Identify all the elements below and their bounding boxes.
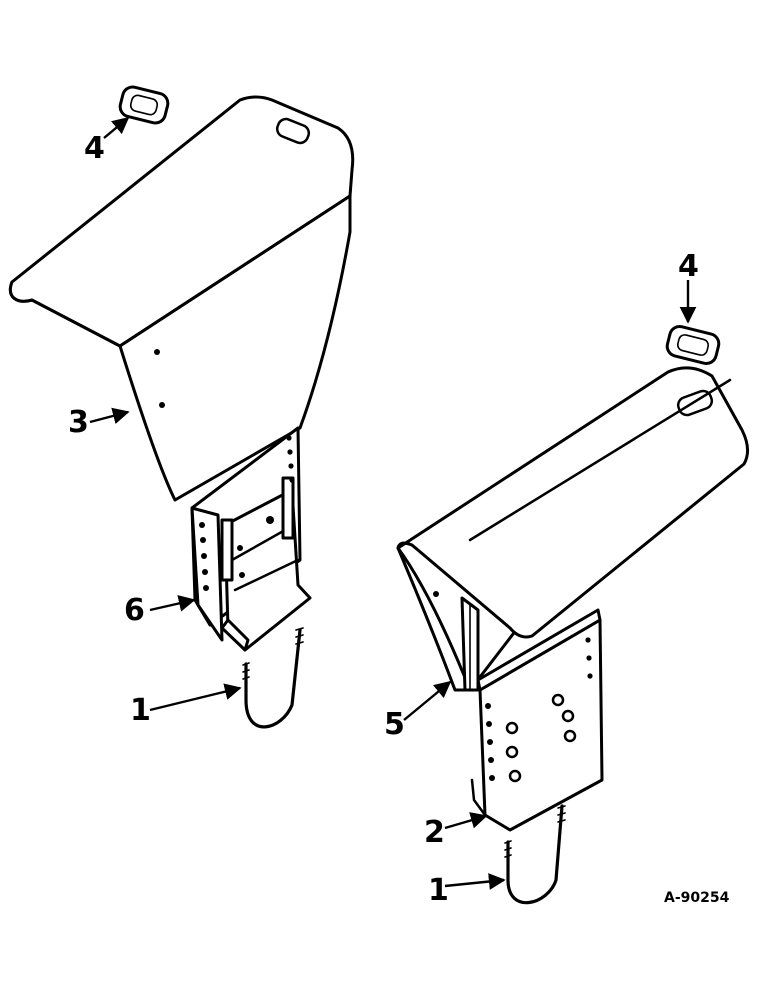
callout-3: 3 — [68, 405, 89, 440]
leader-lines — [89, 116, 697, 890]
bracket-holes-right — [485, 637, 593, 783]
callout-1-right: 1 — [428, 873, 449, 908]
callout-4-left: 4 — [84, 131, 105, 166]
bracket-part-right — [470, 608, 604, 832]
bracket-holes-left — [199, 435, 295, 591]
u-bolt-part-right — [504, 804, 566, 905]
fender-part-right — [396, 366, 749, 692]
bracket-part-left — [190, 426, 312, 652]
figure-id: A-90254 — [664, 890, 730, 906]
fender-part-left — [9, 95, 355, 502]
grommet-part-right — [665, 325, 721, 365]
grommet-part-left — [118, 85, 170, 125]
callout-1-left: 1 — [130, 693, 151, 728]
callout-6: 6 — [124, 593, 145, 628]
callout-2: 2 — [424, 815, 445, 850]
u-bolt-part-left — [242, 627, 304, 729]
callout-5: 5 — [384, 707, 405, 742]
callout-4-right: 4 — [678, 249, 699, 284]
